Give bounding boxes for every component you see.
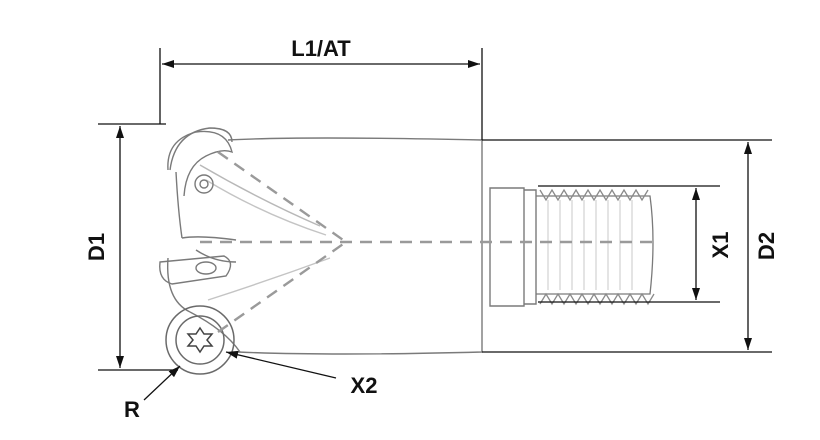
upper-insert	[167, 130, 234, 197]
dimension-x1	[538, 185, 720, 303]
leader-x2	[225, 350, 337, 379]
label-d1: D1	[84, 233, 109, 261]
dimension-d2	[482, 139, 772, 353]
label-x1: X1	[708, 232, 733, 259]
thread-section	[536, 188, 655, 306]
round-insert	[165, 305, 235, 375]
label-r: R	[124, 397, 140, 422]
label-d2: D2	[754, 232, 779, 260]
shank-neck	[489, 187, 537, 307]
label-length: L1/AT	[291, 36, 351, 61]
label-x2: X2	[351, 373, 378, 398]
dimension-length	[159, 48, 483, 140]
dimension-d1	[98, 123, 178, 371]
leader-r	[143, 365, 181, 401]
middle-insert	[159, 255, 232, 285]
centerlines	[200, 151, 660, 333]
